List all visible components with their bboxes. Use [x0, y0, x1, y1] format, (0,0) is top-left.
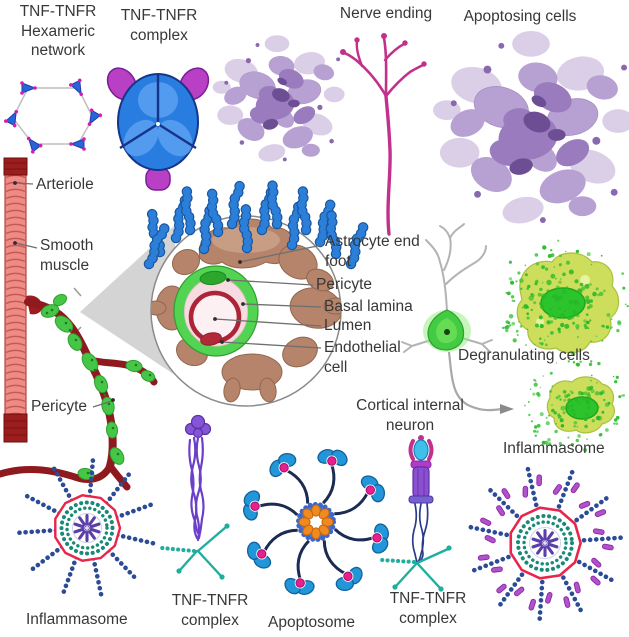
degranulation-halo-1: [502, 239, 629, 359]
endothelial-nucleus: [200, 332, 222, 346]
cortical-internal-neuron-graphic: [401, 223, 514, 414]
apoptosome-graphic: [234, 440, 398, 604]
label-apoptosome: Apoptosome: [268, 614, 356, 631]
label-tnf-complex-bottom-right: TNF-TNFR complex: [389, 590, 467, 627]
label-arteriole: Arteriole: [36, 176, 94, 193]
label-connectors: [13, 181, 323, 408]
degranulation-granules-1: [523, 269, 597, 334]
label-endothelial-cell: Endothelial cell: [324, 339, 401, 376]
tnf-complex-vertical-right-graphic: [380, 435, 452, 592]
degranulation-granules-2: [551, 386, 611, 429]
label-hexameric-network: TNF-TNFR Hexameric network: [19, 3, 97, 60]
apoptosing-cells-cluster-small: [212, 34, 345, 165]
label-inflammasome-right: Inflammasome: [503, 440, 605, 457]
label-smooth-muscle: Smooth muscle: [40, 237, 94, 274]
degranulating-cell-1: [516, 252, 620, 354]
tnf-complex-top-graphic: [106, 67, 210, 191]
tnf-hexameric-network-graphic: [2, 77, 104, 155]
nerve-ending-graphic: [340, 33, 427, 236]
label-inflammasome-left: Inflammasome: [26, 611, 128, 628]
arteriole-graphic: [3, 157, 43, 443]
label-degranulating-cells: Degranulating cells: [458, 347, 590, 364]
pericyte-nucleus: [199, 270, 227, 286]
label-apoptosing-cells: Apoptosing cells: [463, 8, 577, 25]
label-cortical-internal-neuron: Cortical internal neuron: [356, 397, 464, 434]
inflammasome-right-graphic: [467, 465, 622, 620]
label-tnf-complex-top: TNF-TNFR complex: [120, 7, 198, 44]
label-tnf-complex-bottom-left: TNF-TNFR complex: [171, 592, 249, 629]
label-basal-lamina: Basal lamina: [324, 298, 413, 315]
label-nerve-ending: Nerve ending: [339, 5, 433, 22]
label-pericyte-inset: Pericyte: [316, 276, 372, 293]
apoptosing-cells-cluster-large: [432, 30, 629, 228]
degranulating-cell-2: [546, 376, 615, 434]
label-lumen: Lumen: [324, 317, 372, 334]
capillary-pericyte-graphic: [0, 293, 158, 491]
vessel-cross-section-inset: [146, 182, 364, 407]
inflammasome-left-graphic: [16, 457, 156, 597]
label-pericyte-vessel: Pericyte: [31, 398, 87, 415]
label-astrocyte-end-foot: Astrocyte end foot: [325, 233, 420, 270]
tnf-complex-vertical-left-graphic: [160, 414, 230, 580]
